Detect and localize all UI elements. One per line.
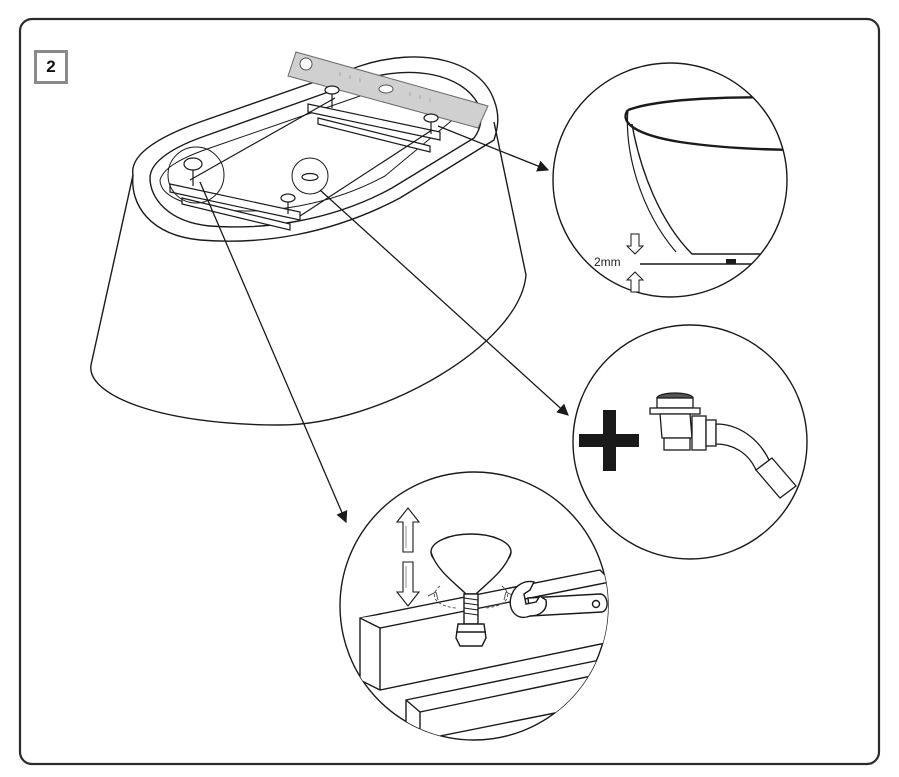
support-rails xyxy=(169,97,441,231)
spirit-level-icon xyxy=(287,51,489,129)
waste-drain-icon xyxy=(649,392,797,499)
wrench-icon xyxy=(509,580,608,619)
panel-frame xyxy=(18,17,881,766)
step-number-badge: 2 xyxy=(34,50,68,84)
adjustable-feet xyxy=(183,85,439,214)
detail-foot-circle xyxy=(339,471,609,741)
step-number: 2 xyxy=(46,57,56,76)
up-down-arrows-icon xyxy=(395,507,421,607)
gap-dimension-label: 2mm xyxy=(594,255,621,269)
drain-hole xyxy=(301,172,319,182)
rotation-arrows-icon xyxy=(427,585,515,609)
drain-highlight-circle xyxy=(291,157,329,195)
detail-gap-circle xyxy=(552,62,788,298)
adjustable-foot xyxy=(430,533,512,647)
detail-drain-circle xyxy=(572,324,808,560)
pointer-arrows xyxy=(199,125,569,524)
foot-highlight-circle xyxy=(167,146,225,204)
plus-icon xyxy=(579,410,639,471)
